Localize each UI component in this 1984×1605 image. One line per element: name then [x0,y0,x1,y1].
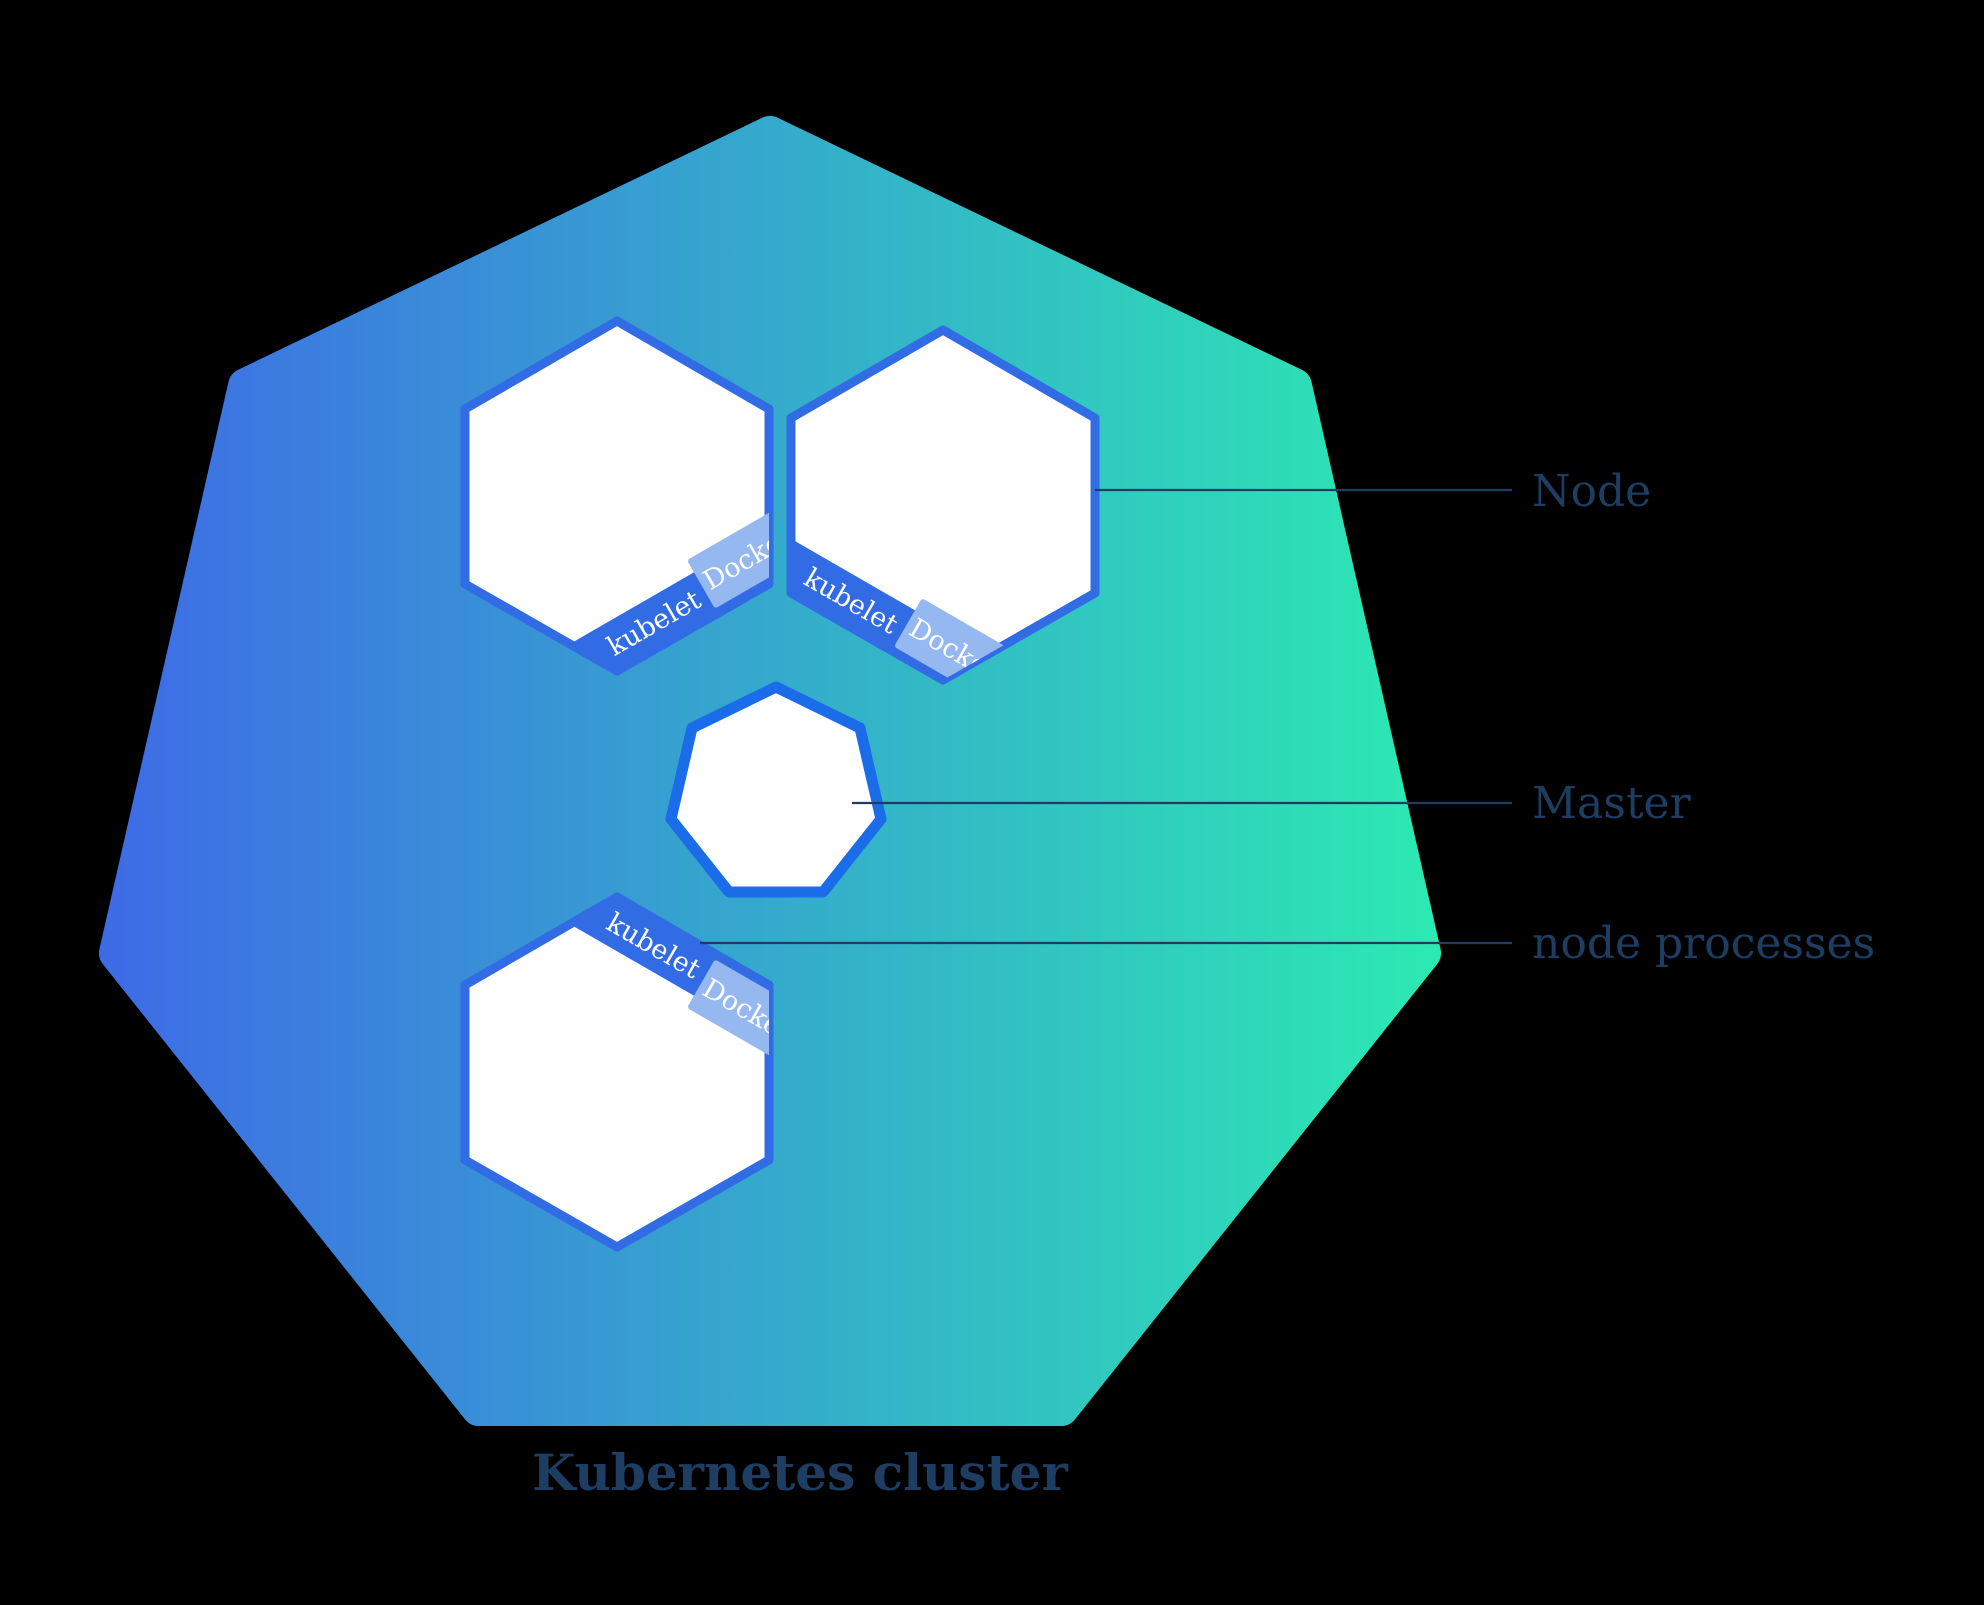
docker-tag [688,507,769,608]
cluster-title: Kubernetes cluster [532,1443,1068,1502]
node-processes-label: node processes [1532,918,1875,969]
node-label: Node [1532,466,1651,517]
master-label: Master [1532,778,1692,829]
master-heptagon [665,681,887,898]
docker-tag [688,960,769,1061]
